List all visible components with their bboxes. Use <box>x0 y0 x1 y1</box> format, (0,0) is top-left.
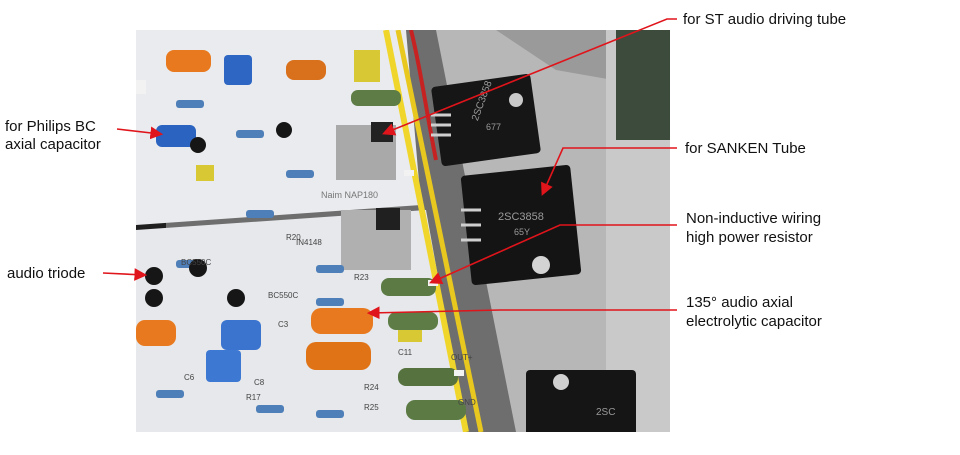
svg-text:IN4148: IN4148 <box>296 238 322 247</box>
svg-text:GND: GND <box>458 398 476 407</box>
svg-text:2SC3858: 2SC3858 <box>498 211 544 223</box>
svg-text:65Y: 65Y <box>514 227 530 237</box>
label-sanken-tube: for SANKEN Tube <box>685 140 806 157</box>
label-philips-bc-2: axial capacitor <box>5 136 101 153</box>
svg-text:R25: R25 <box>364 403 379 412</box>
label-non-inductive-2: high power resistor <box>686 229 813 246</box>
small-resistors <box>156 100 344 418</box>
svg-text:R17: R17 <box>246 393 261 402</box>
svg-text:C8: C8 <box>254 378 265 387</box>
svg-text:OUT+: OUT+ <box>451 353 473 362</box>
svg-text:C3: C3 <box>278 320 289 329</box>
power-transistor-bottom: 2SC <box>526 370 636 432</box>
audio-triodes <box>145 122 292 307</box>
svg-text:C11: C11 <box>398 348 413 357</box>
orange-axial-capacitors <box>136 50 373 370</box>
blue-capacitors <box>156 55 261 382</box>
svg-text:C6: C6 <box>184 373 195 382</box>
svg-text:BC550C: BC550C <box>268 291 298 300</box>
label-st-driving-tube: for ST audio driving tube <box>683 11 847 28</box>
board-marking: Naim NAP180 <box>321 190 378 200</box>
svg-text:R20: R20 <box>286 233 301 242</box>
label-audio-triode: audio triode <box>7 265 86 282</box>
label-non-inductive-1: Non-inductive wiring <box>686 210 822 227</box>
green-power-resistors <box>351 90 466 420</box>
svg-text:BC550C: BC550C <box>181 258 211 267</box>
label-axial-cap-1: 135° audio axial <box>686 294 793 311</box>
label-philips-bc-1: for Philips BC <box>5 118 96 135</box>
svg-text:677: 677 <box>486 122 501 132</box>
svg-text:2SC: 2SC <box>596 407 615 418</box>
amplifier-board-photo: Naim NAP180 2SC3858 677 2SC3858 65Y 2SC <box>136 30 670 432</box>
svg-text:R23: R23 <box>354 273 369 282</box>
power-transistor-top: 2SC3858 677 <box>431 73 541 167</box>
svg-text:R24: R24 <box>364 383 379 392</box>
label-axial-cap-2: electrolytic capacitor <box>686 313 822 330</box>
